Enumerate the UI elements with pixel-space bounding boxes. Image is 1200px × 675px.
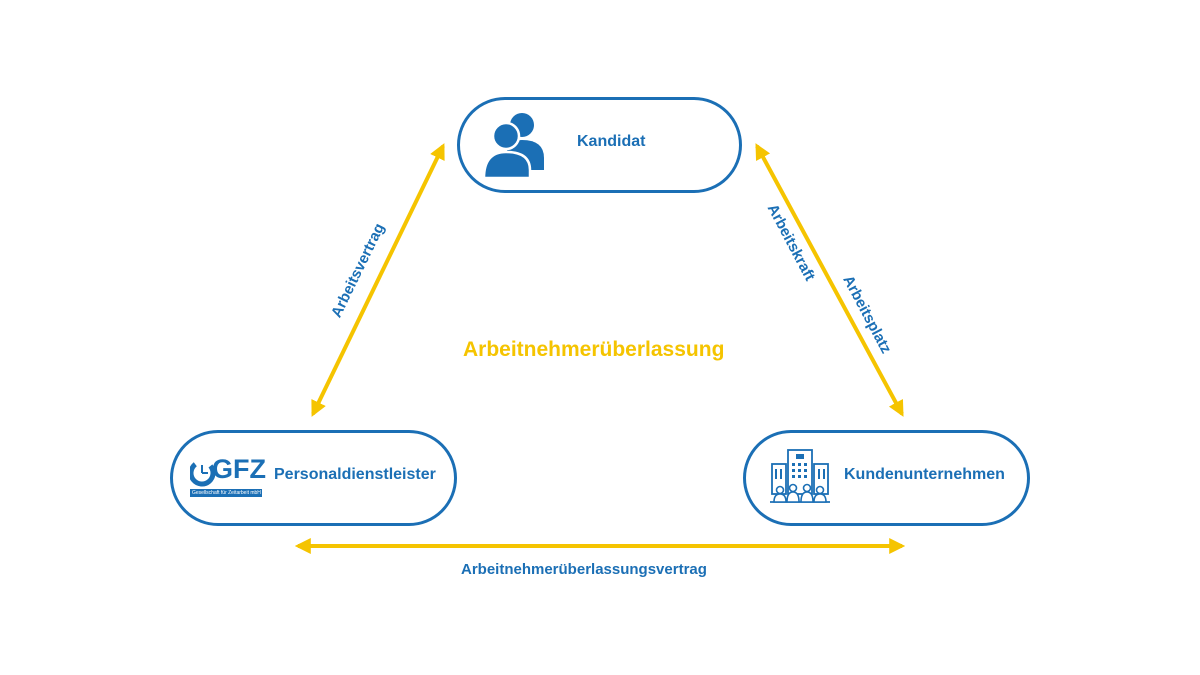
node-label-kandidat: Kandidat xyxy=(577,133,646,150)
node-kundenunternehmen xyxy=(743,430,1030,526)
node-personaldienstleister xyxy=(170,430,457,526)
people-icon xyxy=(482,113,544,178)
office-building-icon xyxy=(770,449,830,503)
gfz-logo-subtitle: Gesellschaft für Zeitarbeit mbH xyxy=(192,490,261,496)
arrow-arbeitsvertrag xyxy=(311,143,445,417)
arrow-arbeitskraft-arbeitsplatz xyxy=(755,143,904,417)
center-title: Arbeitnehmerüberlassung xyxy=(463,338,725,361)
gfz-logo-mark xyxy=(188,459,262,497)
gfz-logo-text: GFZ xyxy=(212,454,266,484)
node-label-personaldienstleister: Personaldienstleister xyxy=(274,466,436,483)
label-ueberlassungsvertrag: Arbeitnehmerüberlassungsvertrag xyxy=(461,561,707,578)
gfz-logo: GFZ Gesellschaft für Zeitarbeit mbH xyxy=(188,454,266,498)
node-label-kundenunternehmen: Kundenunternehmen xyxy=(844,466,1005,483)
